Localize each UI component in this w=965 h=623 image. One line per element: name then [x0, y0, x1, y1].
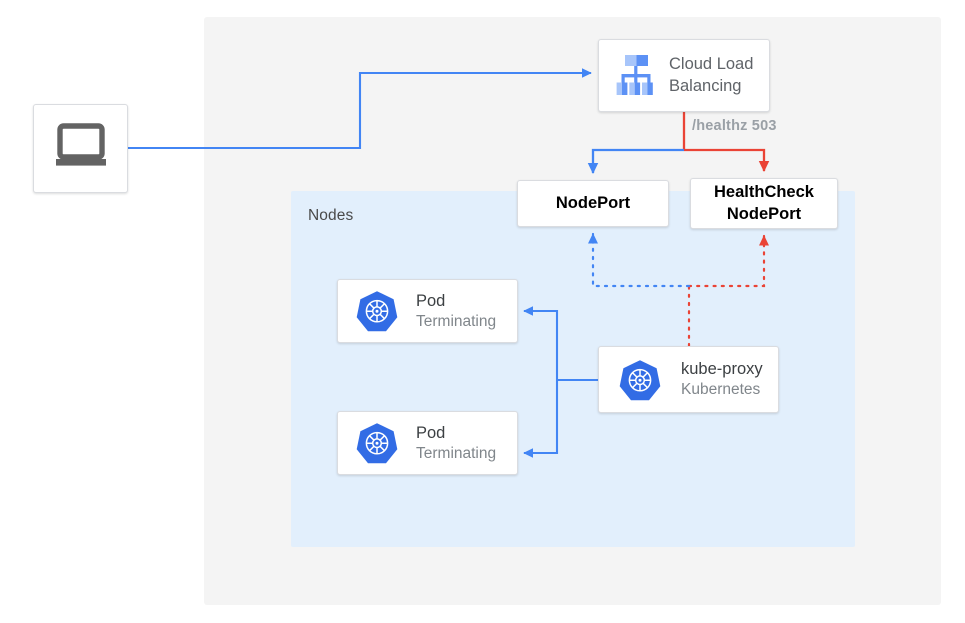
healthz-status-label: /healthz 503 — [692, 118, 777, 134]
kube-proxy-subtitle: Kubernetes — [681, 381, 761, 399]
pod-1-title: Pod — [416, 291, 446, 310]
healthcheck-nodeport-node[interactable]: HealthCheck NodePort — [690, 178, 838, 229]
kubernetes-icon — [346, 289, 408, 333]
pod-2-status: Terminating — [416, 444, 497, 462]
pod-node-2[interactable]: Pod Terminating — [337, 411, 518, 475]
nodes-panel-label: Nodes — [308, 207, 354, 224]
client-node[interactable] — [33, 104, 128, 193]
cloud-load-balancing-node[interactable]: Cloud Load Balancing — [598, 39, 770, 112]
nodeport-label: NodePort — [555, 193, 631, 212]
pod-2-label: Pod Terminating — [416, 423, 496, 464]
healthcheck-nodeport-label: HealthCheck NodePort — [691, 182, 837, 225]
pod-1-status: Terminating — [416, 312, 497, 330]
kubernetes-icon — [609, 358, 671, 402]
pod-1-label: Pod Terminating — [416, 291, 496, 332]
hc-label-line2: NodePort — [726, 204, 802, 223]
pod-2-title: Pod — [416, 423, 446, 442]
pod-node-1[interactable]: Pod Terminating — [337, 279, 518, 343]
nodeport-node[interactable]: NodePort — [517, 180, 669, 227]
lb-title-line2: Balancing — [669, 76, 742, 95]
kube-proxy-title: kube-proxy — [681, 360, 763, 379]
laptop-icon — [51, 122, 111, 175]
kube-proxy-node[interactable]: kube-proxy Kubernetes — [598, 346, 779, 413]
cloud-load-balancing-label: Cloud Load Balancing — [669, 54, 753, 96]
cloud-load-balancing-icon — [607, 53, 663, 99]
hc-label-line1: HealthCheck — [714, 183, 814, 202]
lb-title-line1: Cloud Load — [669, 55, 754, 74]
kubernetes-icon — [346, 421, 408, 465]
kube-proxy-label: kube-proxy Kubernetes — [681, 359, 763, 400]
